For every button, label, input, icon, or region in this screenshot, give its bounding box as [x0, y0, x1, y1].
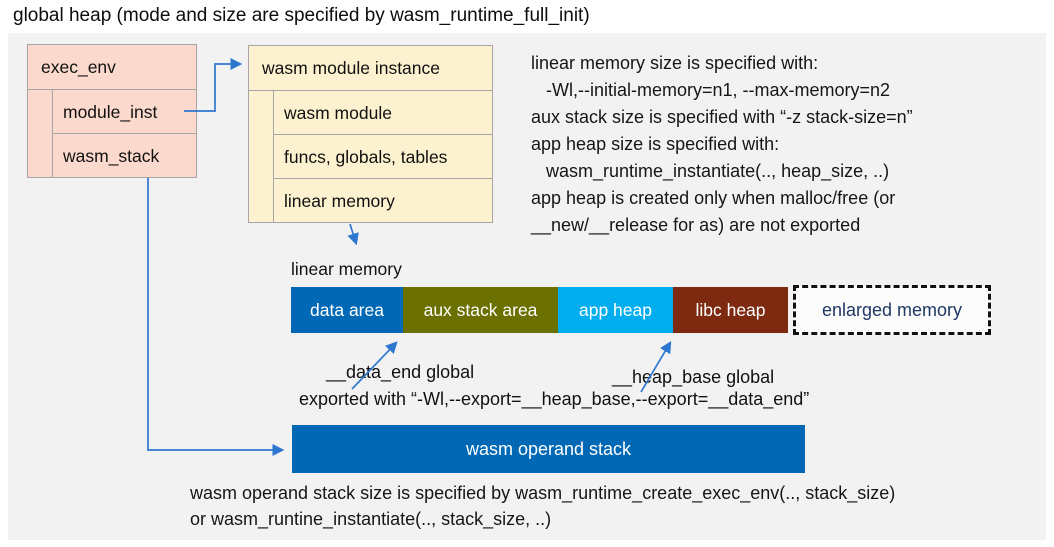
heap-base-global-label: __heap_base global — [612, 367, 775, 387]
note-line: or wasm_runtine_instantiate(.., stack_si… — [190, 509, 552, 529]
segment-libc-heap: libc heap — [673, 287, 788, 333]
linear-memory-bar: data area aux stack area app heap libc h… — [291, 287, 788, 333]
exec-env-header: exec_env — [28, 45, 196, 90]
module-instance-row-wasm-module: wasm module — [274, 91, 492, 135]
module-instance-indent — [249, 91, 274, 223]
note-line: __new/__release for as) are not exported — [531, 215, 861, 235]
exec-env-row-module-inst: module_inst — [53, 90, 196, 134]
operand-stack-notes: wasm operand stack size is specified by … — [190, 480, 895, 532]
segment-app-heap: app heap — [558, 287, 673, 333]
exec-env-row-wasm-stack: wasm_stack — [63, 146, 160, 166]
module-instance-box: wasm module instance wasm module funcs, … — [248, 45, 493, 223]
segment-data-area: data area — [291, 287, 403, 333]
note-line: wasm operand stack size is specified by … — [190, 483, 896, 503]
data-end-global-label: __data_end global — [326, 362, 475, 382]
exec-env-indent — [28, 90, 53, 178]
exported-with-label: exported with “-Wl,--export=__heap_base,… — [299, 389, 810, 409]
note-line: aux stack size is specified with “-z sta… — [531, 107, 913, 127]
module-instance-row-funcs-globals-tables: funcs, globals, tables — [274, 135, 492, 179]
wasm-operand-stack-bar: wasm operand stack — [292, 425, 805, 473]
note-line: -Wl,--initial-memory=n1, --max-memory=n2 — [531, 80, 891, 100]
note-line: linear memory size is specified with: — [531, 53, 819, 73]
segment-enlarged-memory: enlarged memory — [793, 285, 991, 335]
exec-env-box: exec_env module_inst wasm_stack — [27, 44, 197, 178]
segment-aux-stack-area: aux stack area — [403, 287, 558, 333]
module-instance-row-linear-memory: linear memory — [284, 191, 395, 211]
diagram-title: global heap (mode and size are specified… — [13, 5, 590, 26]
note-line: app heap size is specified with: — [531, 134, 780, 154]
linker-notes: linear memory size is specified with: -W… — [531, 50, 913, 239]
note-line: app heap is created only when malloc/fre… — [531, 188, 896, 208]
note-line: wasm_runtime_instantiate(.., heap_size, … — [531, 161, 890, 181]
linear-memory-label: linear memory — [291, 259, 402, 279]
module-instance-header: wasm module instance — [249, 46, 492, 91]
